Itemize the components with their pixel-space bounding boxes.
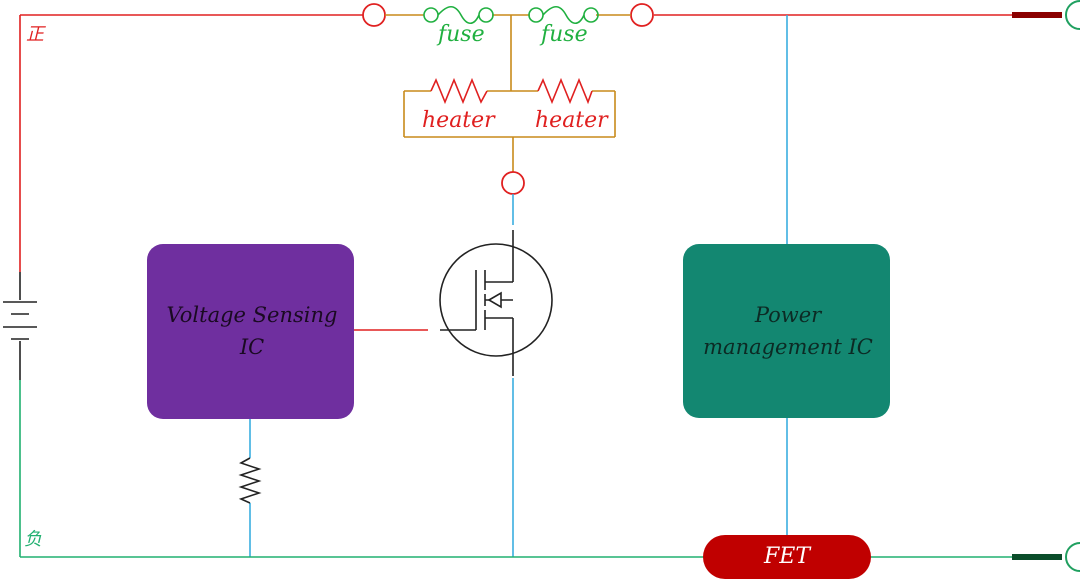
heater-left-label: heater: [422, 108, 496, 133]
battery-symbol: [3, 272, 37, 380]
fuse-right-label: fuse: [539, 22, 588, 47]
positive-terminal: [1012, 0, 1080, 30]
mosfet-symbol: [439, 230, 553, 376]
negative-label: 负: [24, 529, 42, 550]
voltage-ic-label-line2: IC: [239, 335, 264, 359]
voltage-ic-label-line1: Voltage Sensing: [167, 303, 338, 327]
fuse-left: [423, 5, 494, 25]
negative-rail: [19, 380, 1012, 558]
heater-right-label: heater: [535, 108, 609, 133]
positive-label: 正: [26, 24, 46, 45]
positive-rail: [19, 14, 1012, 272]
fuse-right: [528, 5, 599, 25]
junction-circle-left: [362, 3, 386, 27]
voltage-sensing-ic: [147, 244, 354, 419]
junction-circle-mosfet: [501, 171, 525, 195]
heater-wire: [403, 90, 616, 172]
fet-block: [703, 535, 871, 579]
heater-resistor-right: [537, 77, 593, 105]
power-ic-label-line1: Power: [754, 303, 823, 327]
fuse-wire: [385, 14, 631, 91]
heater-resistor-left: [430, 77, 488, 105]
fuse-left-label: fuse: [436, 22, 485, 47]
junction-circle-right: [630, 3, 654, 27]
power-management-ic: [683, 244, 890, 418]
sense-resistor: [238, 457, 262, 504]
fet-label: FET: [763, 544, 812, 569]
power-ic-label-line2: management IC: [703, 335, 873, 359]
signal-wires: [249, 15, 788, 557]
negative-terminal: [1012, 542, 1080, 572]
